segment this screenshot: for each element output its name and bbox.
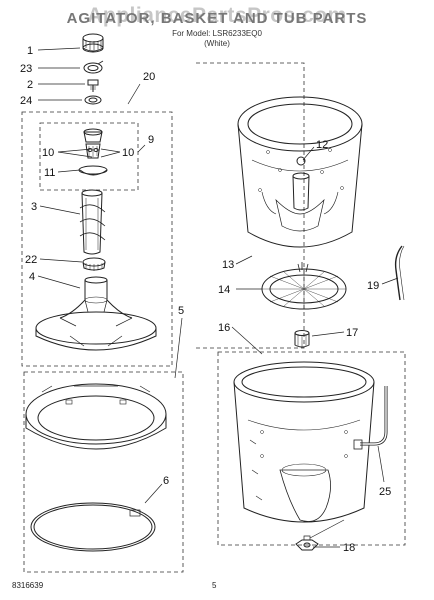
tub-ring (25, 383, 167, 450)
frame-tub-ring (23, 371, 184, 573)
callout-14: 14 (218, 284, 230, 296)
callout-labels: 1 23 2 24 20 9 10 10 11 3 22 4 5 6 12 13… (20, 45, 391, 554)
callout-9: 9 (148, 134, 154, 146)
callout-23: 23 (20, 63, 32, 75)
document-number: 8316639 (12, 581, 44, 590)
hex-nut (295, 535, 319, 551)
bolt (87, 79, 99, 92)
auger (79, 189, 106, 255)
callout-17: 17 (346, 327, 358, 339)
callout-3: 3 (31, 201, 37, 213)
group-frames (21, 62, 406, 573)
page-number: 5 (212, 581, 217, 590)
frame-basket-link (196, 62, 305, 349)
clip (394, 245, 405, 301)
watermark: AppliancePartsPros.com (87, 4, 347, 27)
cam-kit (78, 128, 108, 176)
leader-lines (37, 47, 399, 548)
agitator-cap (82, 33, 104, 53)
seal-ring (83, 60, 104, 74)
model-subtitle: For Model: LSR6233EQ0 (172, 29, 262, 38)
spanner-nut (294, 330, 310, 348)
washer (84, 95, 102, 105)
drive-bell (82, 257, 106, 271)
frame-cam-kit (39, 122, 139, 191)
callout-1: 1 (27, 45, 33, 57)
callout-5: 5 (178, 305, 184, 317)
callout-6: 6 (163, 475, 169, 487)
callout-13: 13 (222, 259, 234, 271)
callout-2: 2 (27, 79, 33, 91)
callout-20: 20 (143, 71, 155, 83)
callout-24: 24 (20, 95, 32, 107)
frame-outer-tub (217, 351, 406, 546)
callout-12: 12 (316, 139, 328, 151)
callout-16: 16 (218, 322, 230, 334)
callout-10: 10 (42, 147, 54, 159)
callout-22: 22 (25, 254, 37, 266)
hub-spring (261, 262, 347, 310)
callout-11: 11 (44, 167, 55, 179)
gasket (30, 502, 156, 552)
outer-tub (233, 361, 375, 523)
page-title: AGITATOR, BASKET AND TUB PARTS (66, 10, 368, 27)
callout-4: 4 (29, 271, 35, 283)
callout-18: 18 (343, 542, 355, 554)
color-variant: (White) (204, 39, 230, 48)
basket (237, 96, 363, 248)
callout-10: 10 (122, 147, 134, 159)
callout-19: 19 (367, 280, 379, 292)
callout-25: 25 (379, 486, 391, 498)
frame-agitator-assembly (21, 111, 173, 367)
hose (353, 386, 388, 450)
agitator-base (35, 276, 157, 351)
